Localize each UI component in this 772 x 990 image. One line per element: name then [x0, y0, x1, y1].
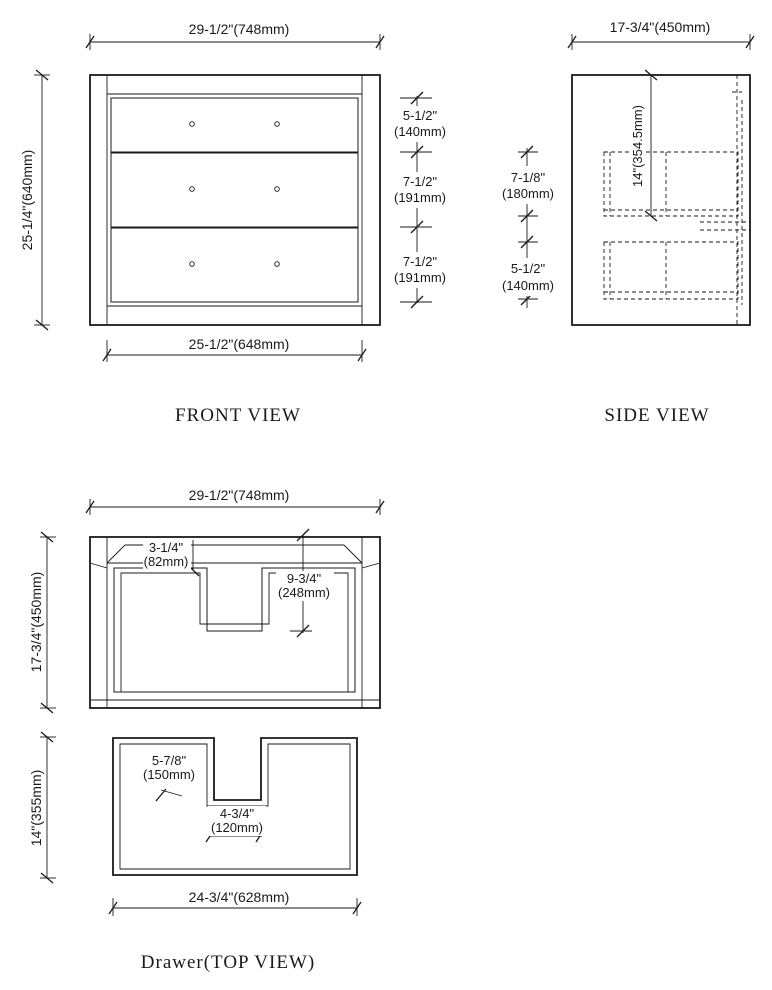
drawer-knob	[189, 121, 195, 127]
top-width-dimension: 29-1/2"(748mm)	[85, 487, 385, 515]
top-notch-depth-dimension: 9-3/4" (248mm)	[276, 528, 334, 638]
side-inner-height-label: 14"(354.5mm)	[630, 105, 645, 187]
front-overall-width-label: 29-1/2"(748mm)	[189, 21, 290, 37]
side-cabinet-outline	[571, 74, 751, 326]
front-cabinet-outline	[89, 74, 381, 326]
front-overall-height-dimension: 25-1/4"(640mm)	[19, 69, 50, 331]
side-inner-height-dimension: 14"(354.5mm)	[630, 69, 658, 222]
drawer-knob	[189, 261, 195, 267]
drawer-top-view-caption: Drawer(TOP VIEW)	[141, 952, 315, 973]
side-upper-drawer-box	[603, 151, 739, 217]
drawer-knob	[189, 186, 195, 192]
top-notch-width-mm: (82mm)	[144, 554, 189, 569]
drawer-notch-depth-dimension: 5-7/8" (150mm)	[142, 752, 196, 802]
top-view: 29-1/2"(748mm) 17-3/4"(450mm)	[28, 487, 385, 714]
front-view: 29-1/2"(748mm) 25-1/4"(640mm)	[19, 21, 448, 426]
drawer-width-label: 24-3/4"(628mm)	[189, 889, 290, 905]
front-view-caption: FRONT VIEW	[175, 405, 301, 426]
drawer-notch-width-dimension: 4-3/4" (120mm)	[205, 806, 266, 843]
front-drawer-3	[110, 227, 359, 303]
front-overall-width-dimension: 29-1/2"(748mm)	[85, 21, 385, 50]
top-width-label: 29-1/2"(748mm)	[189, 487, 290, 503]
drawer-3-height-inch: 7-1/2"	[403, 254, 438, 269]
side-depth-dimension: 17-3/4"(450mm)	[567, 19, 755, 50]
front-inner-width-label: 25-1/2"(648mm)	[189, 336, 290, 352]
top-notch-width-dimension: 3-1/4" (82mm)	[143, 539, 200, 577]
drawer-top-view: 14"(355mm) 5-7/8" (150mm) 4-3/4" (120mm)	[28, 731, 362, 973]
drawer-1-height-mm: (140mm)	[394, 124, 446, 139]
side-upper-opening-inch: 7-1/8"	[511, 170, 546, 185]
drawer-depth-dimension: 14"(355mm)	[28, 731, 56, 884]
drawer-2-height-inch: 7-1/2"	[403, 174, 438, 189]
side-upper-opening-mm: (180mm)	[502, 186, 554, 201]
top-notch-depth-inch: 9-3/4"	[287, 571, 322, 586]
front-overall-height-label: 25-1/4"(640mm)	[19, 150, 35, 251]
drawer-depth-label: 14"(355mm)	[28, 770, 44, 847]
front-drawer-2	[110, 152, 359, 228]
side-lower-opening-inch: 5-1/2"	[511, 261, 546, 276]
drawer-notch-width-mm: (120mm)	[211, 820, 263, 835]
drawer-notch-depth-inch: 5-7/8"	[152, 753, 187, 768]
drawer-notch-depth-mm: (150mm)	[143, 767, 195, 782]
side-view: 17-3/4"(450mm) 14"(354.5mm)	[498, 19, 755, 426]
side-lower-opening-mm: (140mm)	[502, 278, 554, 293]
drawer-knob	[274, 121, 280, 127]
front-inner-width-dimension: 25-1/2"(648mm)	[102, 336, 367, 362]
top-depth-dimension: 17-3/4"(450mm)	[28, 531, 56, 714]
drawer-knob	[274, 261, 280, 267]
side-opening-dimensions: 7-1/8" (180mm) 5-1/2" (140mm)	[498, 145, 560, 308]
top-notch-depth-mm: (248mm)	[278, 585, 330, 600]
side-lower-drawer-box	[603, 241, 739, 300]
top-notch-width-inch: 3-1/4"	[149, 540, 184, 555]
front-drawer-heights-dimension: 5-1/2" (140mm) 7-1/2" (191mm) 7-1/2" (19…	[388, 91, 448, 309]
side-view-caption: SIDE VIEW	[604, 405, 709, 426]
drawer-width-dimension: 24-3/4"(628mm)	[108, 889, 362, 916]
drawer-1-height-inch: 5-1/2"	[403, 108, 438, 123]
drawer-2-height-mm: (191mm)	[394, 190, 446, 205]
front-drawer-1	[110, 97, 359, 153]
top-cabinet-outline	[89, 536, 381, 709]
drawer-notch-width-inch: 4-3/4"	[220, 806, 255, 821]
drawer-outline	[112, 737, 358, 876]
drawer-knob	[274, 186, 280, 192]
top-depth-label: 17-3/4"(450mm)	[28, 572, 44, 673]
side-depth-label: 17-3/4"(450mm)	[610, 19, 711, 35]
drawer-3-height-mm: (191mm)	[394, 270, 446, 285]
